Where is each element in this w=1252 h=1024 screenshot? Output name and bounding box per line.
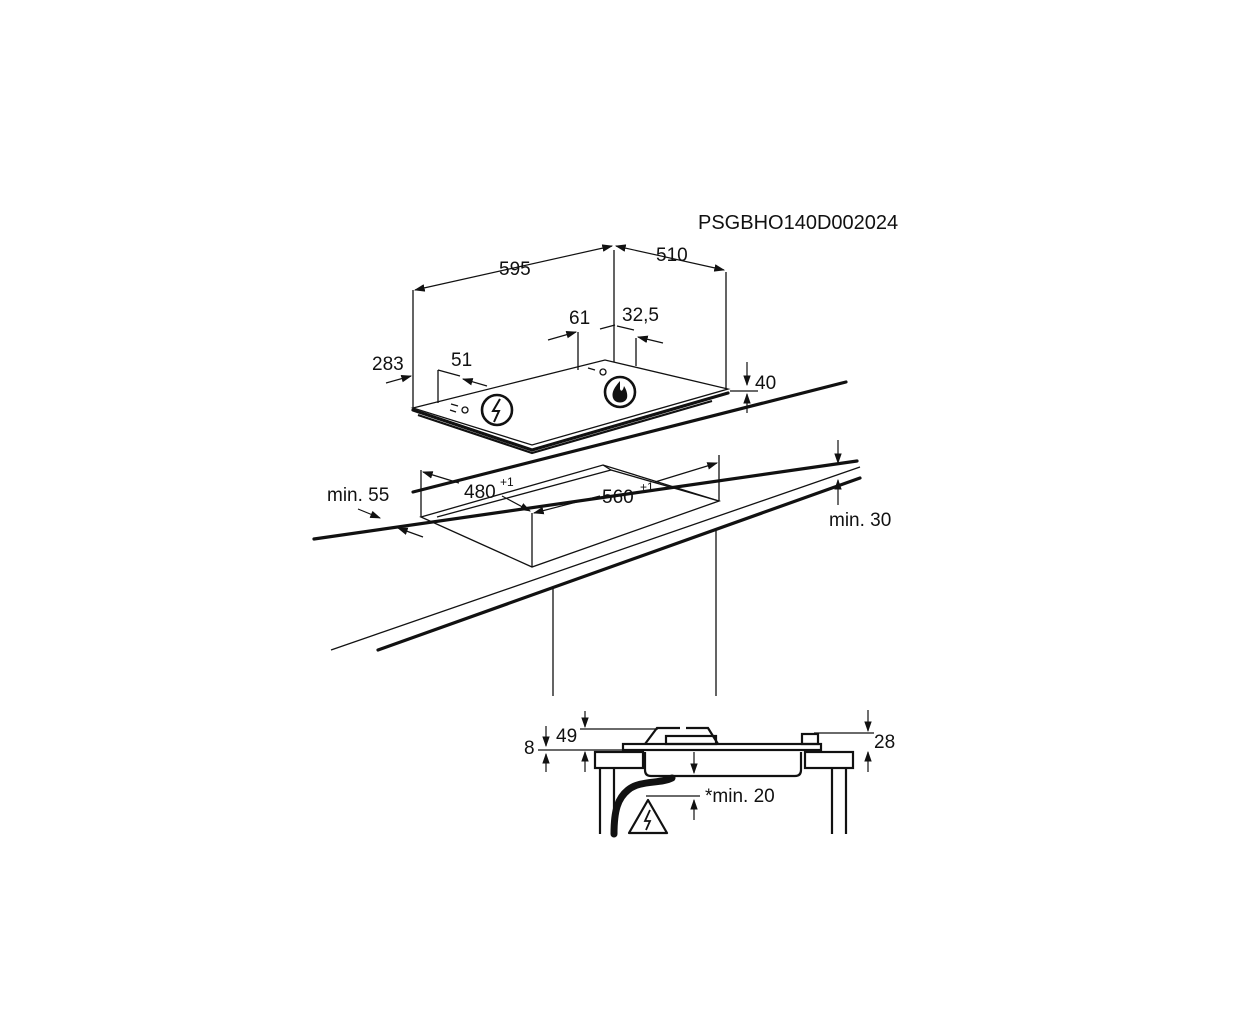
hob bbox=[410, 250, 731, 455]
worktop bbox=[312, 380, 862, 652]
worktop-back-edge bbox=[411, 380, 848, 494]
dim-line-51 bbox=[461, 378, 488, 387]
hob-front-edge bbox=[411, 391, 730, 452]
hob-top-surface bbox=[410, 359, 731, 446]
dim-label-40: 40 bbox=[755, 373, 776, 394]
dim-label-32-5: 32,5 bbox=[622, 305, 659, 326]
drawing-code: PSGBHO140D002024 bbox=[698, 212, 898, 234]
dim-line-min-55-b bbox=[396, 527, 424, 538]
dim-label-560: 560 bbox=[602, 487, 634, 508]
hob-connector-dot bbox=[461, 406, 469, 414]
dim-label-8: 8 bbox=[524, 738, 535, 759]
dim-label-min-30: min. 30 bbox=[829, 510, 891, 531]
dim-line-480 bbox=[421, 471, 460, 484]
dim-line-32-5 bbox=[616, 325, 635, 331]
power-cable bbox=[610, 774, 676, 838]
electric-connection-icon bbox=[480, 393, 514, 427]
electric-warning-icon bbox=[627, 798, 669, 835]
hob-bottom-edge bbox=[417, 399, 713, 455]
dim-label-61: 61 bbox=[569, 308, 590, 329]
dim-label-51: 51 bbox=[451, 350, 472, 371]
dim-line-283 bbox=[385, 374, 413, 384]
gas-connection-icon bbox=[603, 375, 637, 409]
dim-label-min-55: min. 55 bbox=[327, 485, 389, 506]
dim-label-28: 28 bbox=[874, 732, 895, 753]
dim-line-595 bbox=[413, 244, 614, 292]
dim-tol-560: +1 bbox=[640, 480, 654, 494]
hob-ref-line-51 bbox=[437, 369, 461, 377]
worktop-front-mid bbox=[330, 466, 861, 651]
dim-line-min-55-a bbox=[357, 508, 381, 519]
dim-label-595: 595 bbox=[499, 259, 531, 280]
dim-label-283: 283 bbox=[372, 354, 404, 375]
dim-label-510: 510 bbox=[656, 245, 688, 266]
dim-label-480: 480 bbox=[464, 482, 496, 503]
dim-tol-480: +1 bbox=[500, 475, 514, 489]
worktop-front-bottom bbox=[376, 476, 862, 652]
dim-label-49: 49 bbox=[556, 726, 577, 747]
section-view bbox=[593, 726, 855, 838]
dim-label-min-20: *min. 20 bbox=[705, 786, 775, 807]
dim-line-61 bbox=[547, 331, 578, 341]
dim-line-560 bbox=[532, 495, 601, 515]
hob-connector-dot bbox=[599, 368, 607, 376]
worktop-cutout bbox=[419, 455, 722, 568]
dim-line-510 bbox=[614, 244, 726, 272]
